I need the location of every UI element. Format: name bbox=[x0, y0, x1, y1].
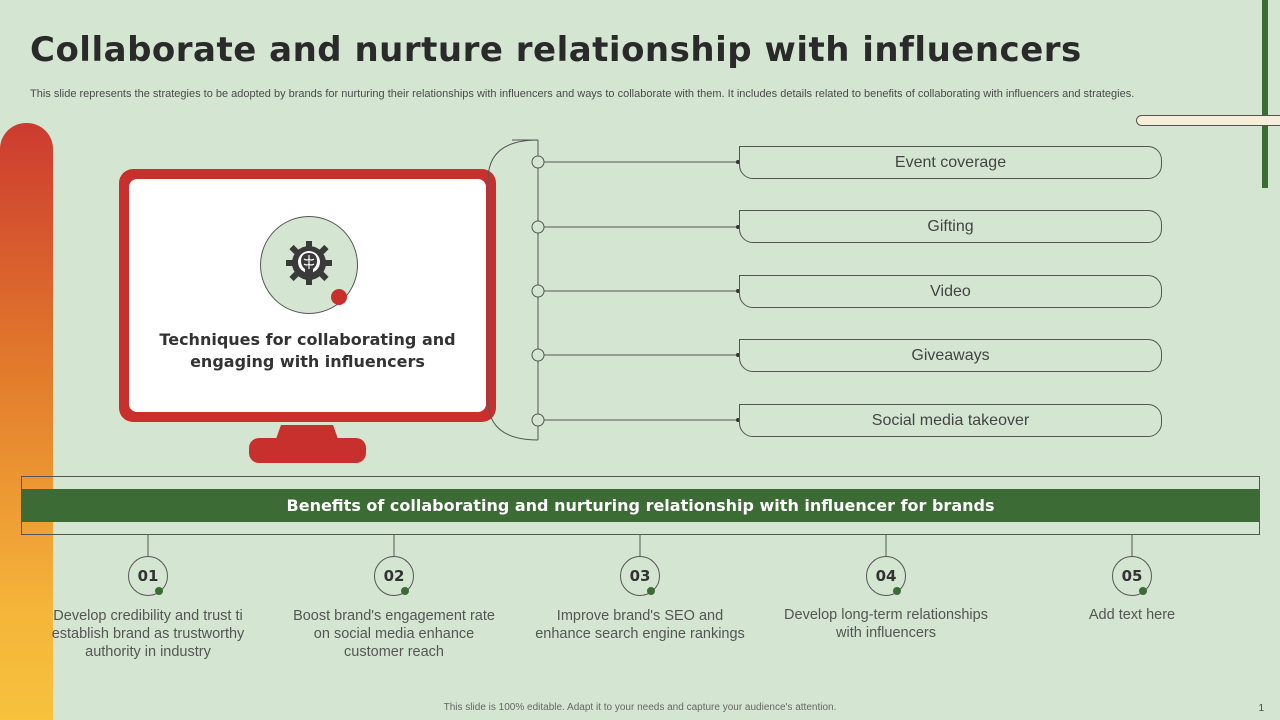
benefit-number-circle: 05 bbox=[1112, 556, 1152, 596]
left-gradient-bar bbox=[0, 123, 53, 720]
benefit-text: Improve brand's SEO and enhance search e… bbox=[535, 608, 745, 642]
right-accent-pill bbox=[1136, 115, 1280, 126]
slide-footer: This slide is 100% editable. Adapt it to… bbox=[443, 702, 837, 713]
benefit-text: Develop credibility and trust ti establi… bbox=[51, 608, 245, 660]
monitor-stand-neck bbox=[276, 425, 338, 439]
benefit-number-circle: 01 bbox=[128, 556, 168, 596]
monitor-screen: Techniques for collaborating and engagin… bbox=[129, 179, 486, 412]
benefit-dot bbox=[155, 587, 163, 595]
monitor-stand-base bbox=[249, 438, 366, 463]
slide-subtitle: This slide represents the strategies to … bbox=[30, 88, 1135, 100]
benefit-dot bbox=[401, 587, 409, 595]
monitor-heading: Techniques for collaborating and engagin… bbox=[159, 330, 456, 371]
icon-circle bbox=[260, 216, 358, 314]
technique-giveaways: Giveaways bbox=[739, 339, 1162, 372]
benefit-dot bbox=[647, 587, 655, 595]
benefit-number-circle: 04 bbox=[866, 556, 906, 596]
benefit-text: Boost brand's engagement rate on social … bbox=[293, 608, 495, 660]
benefit-text: Develop long-term relationships with inf… bbox=[784, 607, 988, 641]
benefit-dot bbox=[1139, 587, 1147, 595]
slide-title: Collaborate and nurture relationship wit… bbox=[30, 30, 1082, 70]
benefit-number-circle: 03 bbox=[620, 556, 660, 596]
benefit-text: Add text here bbox=[1088, 607, 1176, 623]
right-accent-bar bbox=[1262, 0, 1268, 188]
benefits-heading: Benefits of collaborating and nurturing … bbox=[21, 489, 1260, 522]
monitor-frame: Techniques for collaborating and engagin… bbox=[119, 169, 496, 422]
technique-video: Video bbox=[739, 275, 1162, 308]
technique-event-coverage: Event coverage bbox=[739, 146, 1162, 179]
technique-gifting: Gifting bbox=[739, 210, 1162, 243]
benefit-number-circle: 02 bbox=[374, 556, 414, 596]
page-number: 1 bbox=[1258, 703, 1264, 714]
red-dot bbox=[331, 289, 347, 305]
benefit-dot bbox=[893, 587, 901, 595]
technique-social-media-takeover: Social media takeover bbox=[739, 404, 1162, 437]
brain-gear-bulb-icon bbox=[286, 241, 332, 285]
